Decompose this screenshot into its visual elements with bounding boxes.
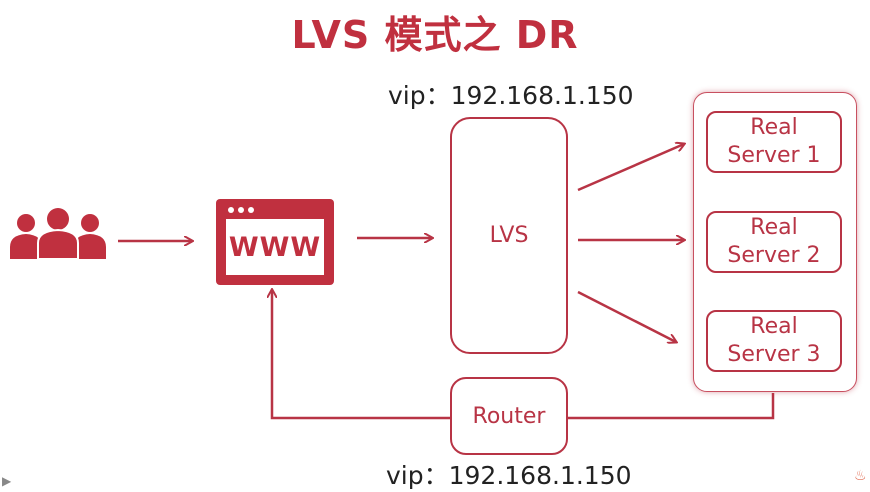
arrow-lvs-to-server-1 (577, 144, 684, 192)
return-path-router-to-www (272, 290, 450, 420)
browser-dots (228, 207, 254, 213)
server-2-line1: Real (750, 215, 798, 240)
real-server-3: Real Server 3 (706, 310, 842, 372)
server-2-line2: Server 2 (727, 243, 821, 268)
server-1-line2: Server 1 (727, 143, 821, 168)
play-triangle-icon[interactable]: ▶ (2, 474, 12, 488)
lvs-label: LVS (489, 223, 529, 248)
vip-label-top: vip：192.168.1.150 (388, 81, 634, 110)
real-server-2: Real Server 2 (706, 211, 842, 273)
lvs-node: LVS (450, 117, 568, 354)
real-server-1: Real Server 1 (706, 111, 842, 173)
router-node: Router (450, 377, 568, 455)
users-group-icon (10, 208, 106, 259)
flame-icon: ♨ (854, 468, 867, 484)
router-label: Router (472, 403, 546, 429)
www-label: WWW (226, 219, 324, 275)
server-1-line1: Real (750, 115, 798, 140)
diagram-title: LVS 模式之 DR (291, 13, 579, 57)
browser-window-icon: WWW (216, 199, 334, 285)
vip-label-bottom: vip：192.168.1.150 (386, 461, 632, 490)
return-path-servers-to-router (568, 393, 775, 420)
arrow-lvs-to-server-3 (577, 290, 676, 342)
server-3-line2: Server 3 (727, 342, 821, 367)
server-3-line1: Real (750, 314, 798, 339)
